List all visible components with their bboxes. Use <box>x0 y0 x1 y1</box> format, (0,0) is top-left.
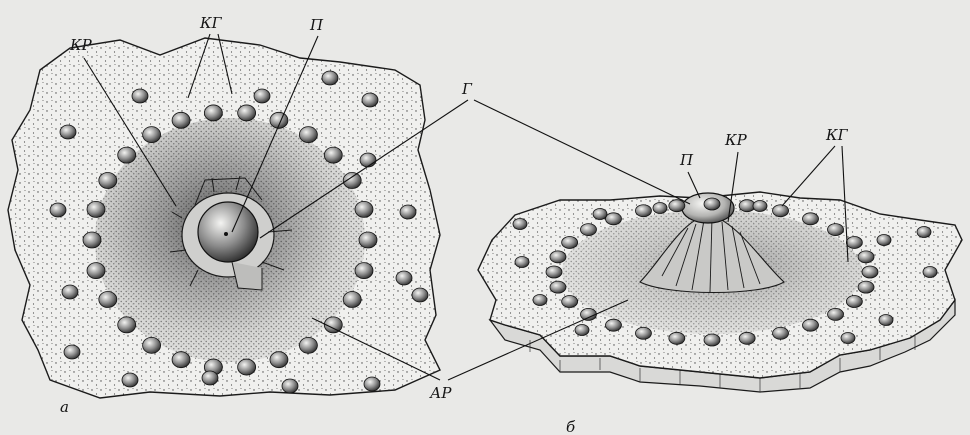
tubercle <box>533 295 547 306</box>
tubercle <box>879 315 893 326</box>
tubercle <box>877 235 891 246</box>
label-g: Г <box>461 80 473 98</box>
tubercle <box>299 337 317 353</box>
tubercle <box>83 232 101 248</box>
label-p-b: П <box>679 151 694 169</box>
tubercle <box>87 263 105 279</box>
tubercle <box>841 333 855 344</box>
tubercle <box>858 251 874 263</box>
tubercle <box>172 112 190 128</box>
tubercle <box>355 263 373 279</box>
tubercle <box>60 125 76 139</box>
tubercle <box>739 332 755 344</box>
leader-kg-b-1 <box>782 146 835 206</box>
tubercle <box>917 227 931 238</box>
label-kr-a: КР <box>69 36 93 54</box>
tubercle <box>923 267 937 278</box>
tubercle <box>396 271 412 285</box>
label-ar: АР <box>429 384 452 402</box>
tubercle <box>803 213 819 225</box>
tubercle <box>50 203 66 217</box>
label-kg-a: КГ <box>199 14 223 32</box>
tubercle <box>143 127 161 143</box>
tubercle <box>562 236 578 248</box>
tubercle <box>562 296 578 308</box>
panel-a-drawing: КР КГ П а <box>8 14 440 416</box>
tubercle <box>132 89 148 103</box>
tubercle <box>773 327 789 339</box>
panel-b-drawing: П КР КГ б <box>478 126 962 435</box>
tubercle <box>322 71 338 85</box>
tubercle <box>828 308 844 320</box>
tubercle <box>846 296 862 308</box>
tubercle <box>593 209 607 220</box>
tubercle <box>238 105 256 121</box>
tubercle <box>62 285 78 299</box>
tubercle <box>238 359 256 375</box>
tubercle <box>862 266 878 278</box>
label-kr-b: КР <box>724 131 748 149</box>
panel-a-letter: а <box>60 398 69 416</box>
tubercle <box>122 373 138 387</box>
tubercle <box>364 377 380 391</box>
tubercle <box>362 93 378 107</box>
tubercle <box>858 281 874 293</box>
tubercle <box>343 291 361 307</box>
tubercle <box>204 105 222 121</box>
tubercle <box>828 224 844 236</box>
tubercle <box>704 198 720 210</box>
tubercle <box>669 332 685 344</box>
tubercle <box>143 337 161 353</box>
tubercle <box>550 281 566 293</box>
tubercle <box>324 147 342 163</box>
tubercle <box>515 257 529 268</box>
panel-a-papilla <box>198 202 258 262</box>
tubercle <box>172 352 190 368</box>
tubercle <box>87 201 105 217</box>
tubercle <box>202 371 218 385</box>
tubercle <box>299 127 317 143</box>
tubercle <box>773 205 789 217</box>
tubercle <box>605 319 621 331</box>
tubercle <box>412 288 428 302</box>
tubercle <box>575 325 589 336</box>
label-kg-b: КГ <box>825 126 849 144</box>
label-p-a: П <box>309 16 324 34</box>
tubercle <box>118 317 136 333</box>
tubercle <box>513 219 527 230</box>
tubercle <box>270 352 288 368</box>
leader-g-b <box>474 100 690 204</box>
tubercle <box>99 173 117 189</box>
tubercle <box>653 203 667 214</box>
tubercle <box>118 147 136 163</box>
tubercle <box>580 224 596 236</box>
tubercle <box>282 379 298 393</box>
tubercle <box>64 345 80 359</box>
tubercle <box>803 319 819 331</box>
tubercle <box>400 205 416 219</box>
tubercle <box>355 201 373 217</box>
tubercle <box>359 232 377 248</box>
leader-p-b <box>688 172 700 198</box>
tubercle <box>846 236 862 248</box>
tubercle <box>99 291 117 307</box>
tubercle <box>753 201 767 212</box>
tubercle <box>635 205 651 217</box>
tubercle <box>546 266 562 278</box>
tubercle <box>605 213 621 225</box>
tubercle <box>550 251 566 263</box>
panel-b-letter: б <box>566 418 576 435</box>
tubercle <box>360 153 376 167</box>
tubercle <box>254 89 270 103</box>
tubercle <box>580 308 596 320</box>
tubercle <box>704 334 720 346</box>
tubercle <box>635 327 651 339</box>
tubercle <box>669 200 685 212</box>
